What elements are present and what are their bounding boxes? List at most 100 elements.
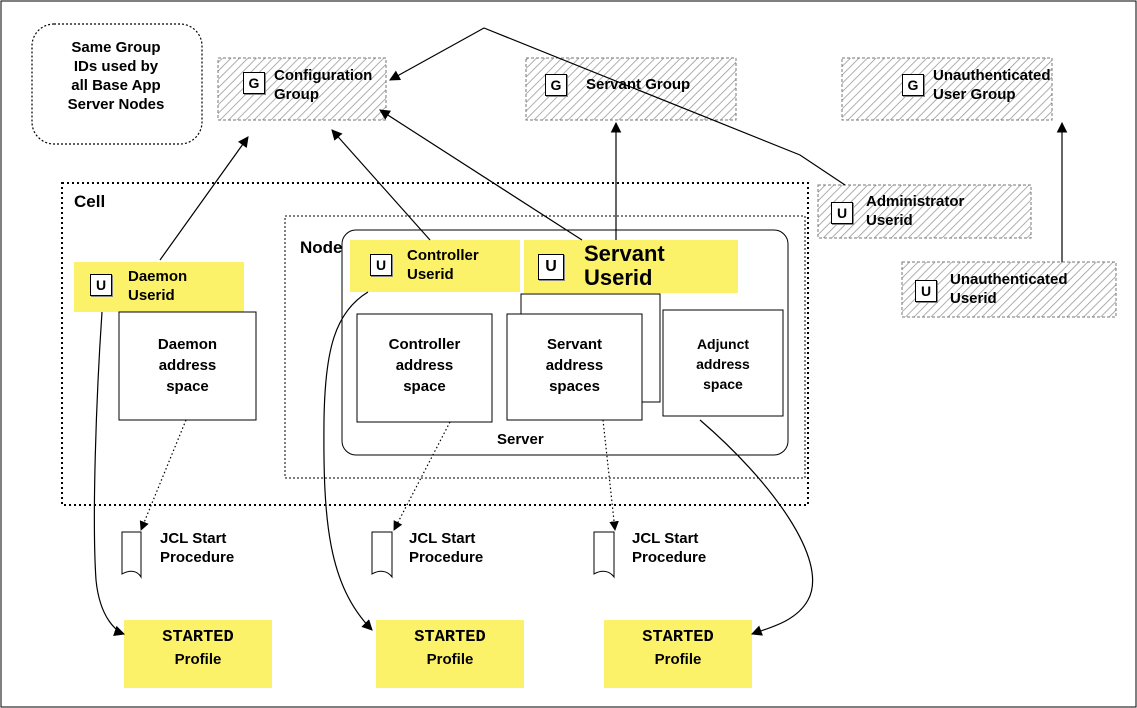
- servant-space-line-3: spaces: [549, 378, 600, 395]
- servant-profile-label: STARTED Profile: [604, 628, 752, 669]
- adjunct-space-line-2: address: [696, 356, 750, 372]
- daemon-profile-line-1: STARTED: [162, 628, 234, 647]
- unauthenticated-group-line-1: Unauthenticated: [933, 67, 1051, 84]
- servant-userid-line-1: Servant: [584, 241, 665, 266]
- servant-userid-label: Servant Userid: [584, 242, 665, 290]
- daemon-space-line-1: Daemon: [157, 336, 218, 353]
- unauthenticated-userid-box: [901, 261, 1117, 318]
- adjunct-address-space-box: [662, 309, 784, 417]
- note-line-3: all Base App: [71, 77, 161, 94]
- administrator-userid-label: Administrator Userid: [866, 192, 964, 230]
- servant-space-line-2: address: [545, 357, 604, 374]
- servant-userid-line-2: Userid: [584, 265, 653, 290]
- servant-proc-line-2: Procedure: [632, 549, 707, 566]
- controller-address-space-label: Controller address space: [357, 334, 492, 397]
- daemon-userid-line-2: Userid: [128, 287, 175, 304]
- daemon-proc-line-1: JCL Start: [160, 530, 227, 547]
- daemon-space-to-proc-arrow: [139, 419, 187, 531]
- userid-badge-icon: U: [90, 274, 112, 296]
- controller-profile-highlight: [376, 620, 524, 688]
- controller-profile-line-1: STARTED: [414, 628, 486, 647]
- daemon-userid-line-1: Daemon: [128, 268, 188, 285]
- controller-proc-line-1: JCL Start: [409, 530, 476, 547]
- daemon-userid-to-profile-arrow: [93, 311, 126, 637]
- unauthenticated-userid-label: Unauthenticated Userid: [950, 270, 1068, 308]
- administrator-userid-line-1: Administrator: [866, 193, 965, 210]
- cell-container: [61, 182, 809, 506]
- adjunct-space-line-1: Adjunct: [696, 336, 750, 352]
- servant-group-label: Servant Group: [586, 76, 691, 93]
- daemon-procedure-doc-icon: [121, 531, 142, 579]
- controller-space-to-proc-arrow: [393, 421, 451, 531]
- controller-proc-line-2: Procedure: [409, 549, 484, 566]
- controller-userid-to-profile-arrow: [323, 291, 373, 631]
- daemon-profile-label: STARTED Profile: [124, 628, 272, 669]
- note-text: Same Group IDs used by all Base App Serv…: [36, 38, 196, 114]
- controller-space-line-3: space: [403, 378, 446, 395]
- servant-profile-line-2: Profile: [654, 651, 702, 668]
- controller-userid-line-2: Userid: [407, 266, 454, 283]
- controller-profile-line-2: Profile: [426, 651, 474, 668]
- daemon-userid-label: Daemon Userid: [128, 267, 187, 305]
- servant-space-line-1: Servant: [546, 336, 603, 353]
- adjunct-space-line-3: space: [703, 376, 743, 392]
- server-label: Server: [497, 431, 544, 448]
- daemon-address-space-box: [118, 311, 257, 421]
- controller-profile-label: STARTED Profile: [376, 628, 524, 669]
- unauthenticated-group-label: Unauthenticated User Group: [933, 66, 1051, 104]
- group-badge-icon: G: [545, 74, 567, 96]
- administrator-userid-box: [817, 184, 1032, 239]
- servant-proc-line-1: JCL Start: [632, 530, 699, 547]
- controller-userid-line-1: Controller: [407, 247, 479, 264]
- servant-profile-line-1: STARTED: [642, 628, 714, 647]
- controller-userid-label: Controller Userid: [407, 246, 479, 284]
- configuration-group-label: Configuration Group: [274, 66, 372, 104]
- userid-badge-icon: U: [831, 202, 853, 224]
- controller-space-line-2: address: [395, 357, 454, 374]
- note-line-4: Server Nodes: [67, 96, 165, 113]
- daemon-procedure-label: JCL Start Procedure: [160, 529, 234, 567]
- daemon-profile-highlight: [124, 620, 272, 688]
- daemon-address-space-label: Daemon address space: [119, 334, 256, 397]
- controller-procedure-label: JCL Start Procedure: [409, 529, 483, 567]
- unauthenticated-group-box: [841, 57, 1053, 121]
- group-badge-icon: G: [243, 72, 265, 94]
- servant-procedure-doc-icon: [593, 531, 615, 579]
- daemon-to-config-arrow: [159, 136, 249, 261]
- adjunct-to-profile-arrow: [699, 419, 814, 636]
- cell-label: Cell: [74, 192, 106, 211]
- configuration-group-line-2: Group: [274, 86, 319, 103]
- userid-badge-icon: U: [915, 280, 937, 302]
- servant-profile-highlight: [604, 620, 752, 688]
- servant-address-space-label: Servant address spaces: [507, 334, 642, 397]
- administrator-userid-line-2: Userid: [866, 212, 913, 229]
- note-line-1: Same Group: [71, 39, 161, 56]
- configuration-group-line-1: Configuration: [274, 67, 373, 84]
- daemon-profile-line-2: Profile: [174, 651, 222, 668]
- daemon-proc-line-2: Procedure: [160, 549, 235, 566]
- userid-badge-icon: U: [538, 254, 564, 280]
- userid-badge-icon: U: [370, 254, 392, 276]
- controller-procedure-doc-icon: [371, 531, 393, 579]
- daemon-space-line-3: space: [166, 378, 209, 395]
- servant-to-config-arrow: [379, 109, 583, 241]
- controller-space-line-1: Controller: [388, 336, 461, 353]
- note-line-2: IDs used by: [73, 58, 159, 75]
- admin-to-config-arrow: [389, 27, 846, 186]
- node-label: Node: [300, 238, 343, 257]
- unauthenticated-group-line-2: User Group: [933, 86, 1016, 103]
- servant-space-to-proc-arrow: [602, 419, 619, 531]
- controller-to-config-arrow: [331, 129, 431, 241]
- daemon-space-line-2: address: [158, 357, 217, 374]
- unauthenticated-userid-line-2: Userid: [950, 290, 997, 307]
- group-badge-icon: G: [902, 74, 924, 96]
- note-box: [31, 23, 203, 145]
- servant-address-space-box: [506, 313, 643, 421]
- server-container: [341, 229, 789, 456]
- servant-procedure-label: JCL Start Procedure: [632, 529, 706, 567]
- controller-address-space-box: [356, 313, 493, 423]
- adjunct-address-space-label: Adjunct address space: [663, 334, 783, 394]
